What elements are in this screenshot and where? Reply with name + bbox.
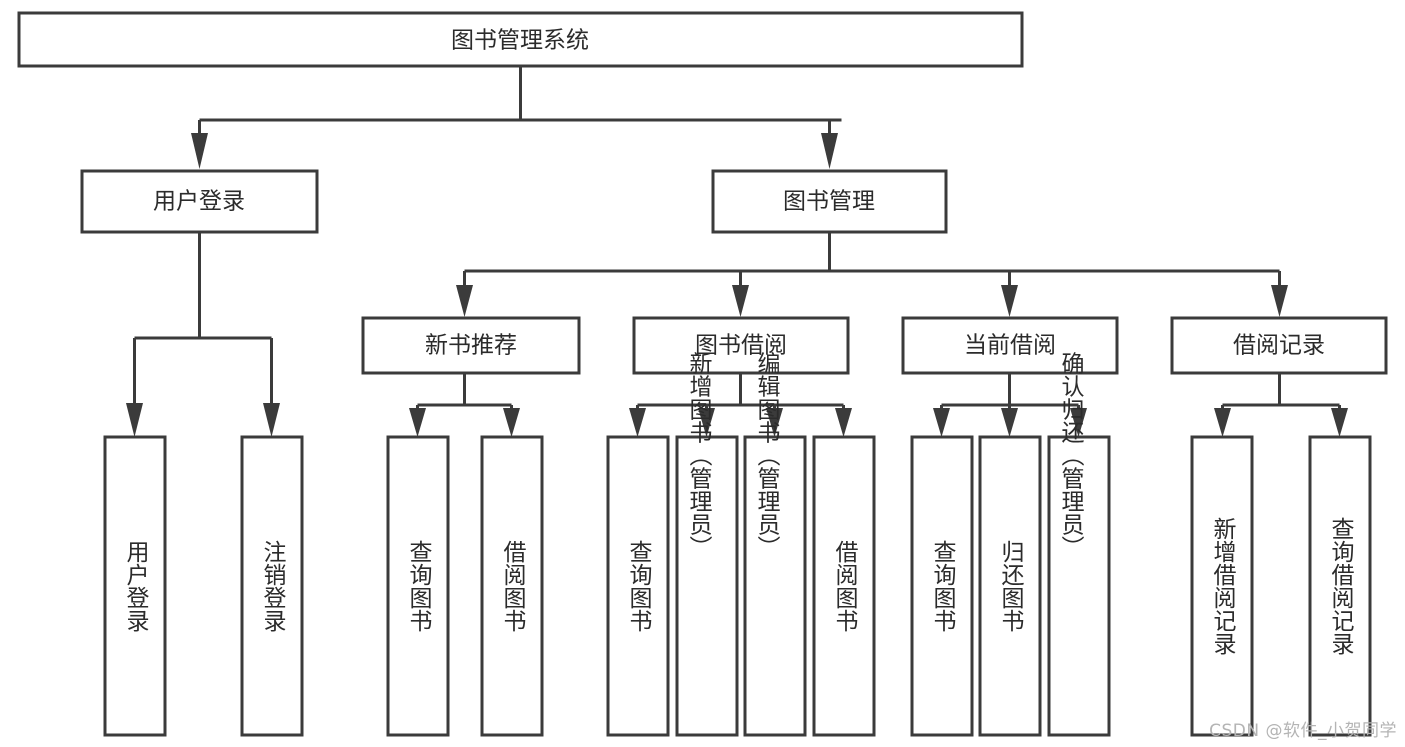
arrow-head-leaf-query-record <box>1331 408 1348 437</box>
arrow-head-leaf-query-book-2 <box>629 408 646 437</box>
leaf-return-book-label: 归还图书 <box>997 540 1025 632</box>
arrow-head-leaf-query-book-1 <box>409 408 426 437</box>
watermark: CSDN @软件_小贺同学 <box>1209 721 1397 741</box>
leaf-add-book-box[interactable] <box>675 435 739 737</box>
leaf-edit-book[interactable]: 编辑图书（管理员） <box>743 352 807 737</box>
leaf-confirm-return-label: 确认归还（管理员） <box>1057 352 1085 559</box>
node-new-book-recommend-box[interactable] <box>361 316 581 375</box>
leaf-return-book-box[interactable] <box>978 435 1042 737</box>
arrow-head-user-login <box>191 133 208 169</box>
leaf-borrow-book-2-box[interactable] <box>812 435 876 737</box>
arrow-head-current-borrow <box>1001 285 1018 317</box>
node-root-label: 图书管理系统 <box>451 28 589 54</box>
arrow-head-leaf-add-record <box>1214 408 1231 437</box>
leaf-edit-book-box[interactable] <box>743 435 807 737</box>
leaf-user-logout-box[interactable] <box>240 435 304 737</box>
arrow-head-leaf-return-book <box>1001 408 1018 437</box>
node-current-borrow-box[interactable] <box>901 316 1119 375</box>
node-borrow-record-label: 借阅记录 <box>1233 333 1325 359</box>
node-current-borrow[interactable]: 当前借阅 <box>901 316 1119 375</box>
node-user-login-label: 用户登录 <box>153 189 245 215</box>
leaf-query-book-3-box[interactable] <box>910 435 974 737</box>
leaf-query-book-2-box[interactable] <box>606 435 670 737</box>
leaf-add-book[interactable]: 新增图书（管理员） <box>675 352 739 737</box>
leaf-query-record[interactable]: 查询借阅记录 <box>1308 435 1372 737</box>
node-book-manage-box[interactable] <box>711 169 948 234</box>
arrow-head-leaf-user-login <box>126 403 143 437</box>
leaf-add-book-label: 新增图书（管理员） <box>685 352 713 559</box>
arrow-head-leaf-confirm-return <box>1070 408 1087 437</box>
leaf-query-book-1-label: 查询图书 <box>405 540 433 632</box>
leaf-borrow-book-1[interactable]: 借阅图书 <box>480 435 544 737</box>
leaf-query-book-3-label: 查询图书 <box>929 540 957 632</box>
leaf-add-record-label: 新增借阅记录 <box>1209 517 1237 655</box>
node-book-borrow-box[interactable] <box>632 316 850 375</box>
arrow-head-new-book-recommend <box>456 285 473 317</box>
leaf-add-record-box[interactable] <box>1190 435 1254 737</box>
node-root[interactable]: 图书管理系统 <box>17 11 1024 68</box>
node-root-box[interactable] <box>17 11 1024 68</box>
arrow-head-leaf-borrow-book-1 <box>503 408 520 437</box>
leaf-query-record-box[interactable] <box>1308 435 1372 737</box>
leaf-user-logout[interactable]: 注销登录 <box>240 435 304 737</box>
leaf-user-login-label: 用户登录 <box>122 540 150 632</box>
node-book-borrow-label: 图书借阅 <box>695 333 787 359</box>
leaf-query-book-2[interactable]: 查询图书 <box>606 435 670 737</box>
node-new-book-recommend-label: 新书推荐 <box>425 333 517 359</box>
arrow-head-leaf-user-logout <box>263 403 280 437</box>
leaf-borrow-book-1-box[interactable] <box>480 435 544 737</box>
leaf-user-login[interactable]: 用户登录 <box>103 435 167 737</box>
arrow-head-borrow-record <box>1271 285 1288 317</box>
leaf-query-book-1-box[interactable] <box>386 435 450 737</box>
leaf-query-book-2-label: 查询图书 <box>625 540 653 632</box>
node-new-book-recommend[interactable]: 新书推荐 <box>361 316 581 375</box>
leaf-query-book-1[interactable]: 查询图书 <box>386 435 450 737</box>
arrow-head-book-manage <box>821 133 838 169</box>
node-book-manage[interactable]: 图书管理 <box>711 169 948 234</box>
leaf-add-record[interactable]: 新增借阅记录 <box>1190 435 1254 737</box>
leaf-query-book-3[interactable]: 查询图书 <box>910 435 974 737</box>
node-user-login[interactable]: 用户登录 <box>80 169 319 234</box>
connector-layer <box>126 67 1348 437</box>
arrow-head-leaf-borrow-book-2 <box>835 408 852 437</box>
arrow-head-leaf-add-book <box>698 408 715 437</box>
leaf-borrow-book-1-label: 借阅图书 <box>499 540 527 632</box>
arrow-head-leaf-query-book-3 <box>933 408 950 437</box>
leaf-user-logout-label: 注销登录 <box>259 540 287 632</box>
leaf-return-book[interactable]: 归还图书 <box>978 435 1042 737</box>
leaf-borrow-book-2[interactable]: 借阅图书 <box>812 435 876 737</box>
node-borrow-record[interactable]: 借阅记录 <box>1170 316 1388 375</box>
leaf-confirm-return-box[interactable] <box>1047 435 1111 737</box>
arrow-head-book-borrow <box>732 285 749 317</box>
leaf-borrow-book-2-label: 借阅图书 <box>831 540 859 632</box>
node-book-manage-label: 图书管理 <box>783 189 875 215</box>
leaf-user-login-box[interactable] <box>103 435 167 737</box>
leaf-edit-book-label: 编辑图书（管理员） <box>753 352 781 559</box>
node-borrow-record-box[interactable] <box>1170 316 1388 375</box>
node-current-borrow-label: 当前借阅 <box>964 333 1056 359</box>
leaf-confirm-return[interactable]: 确认归还（管理员） <box>1047 352 1111 737</box>
node-book-borrow[interactable]: 图书借阅 <box>632 316 850 375</box>
leaf-query-record-label: 查询借阅记录 <box>1327 517 1355 655</box>
arrow-head-leaf-edit-book <box>766 408 783 437</box>
node-user-login-box[interactable] <box>80 169 319 234</box>
